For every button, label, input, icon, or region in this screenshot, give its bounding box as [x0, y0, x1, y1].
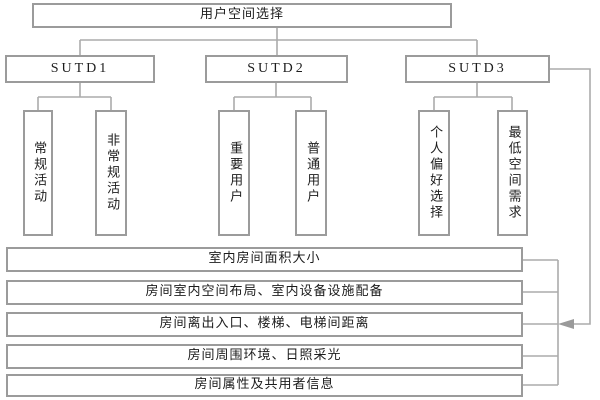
node-label: 房间离出入口、楼梯、电梯间距离: [159, 316, 370, 332]
node-label: 非常规活动: [104, 133, 120, 213]
node-label: 用户空间选择: [199, 7, 284, 23]
node-regular-activity: 常规活动: [23, 110, 53, 236]
node-sutd2: SUTD2: [205, 55, 348, 83]
node-label: 个人偏好选择: [427, 125, 443, 221]
node-room-area-size: 室内房间面积大小: [6, 247, 523, 272]
node-label: 普通用户: [304, 141, 320, 205]
node-label: SUTD1: [50, 61, 110, 77]
node-label: 室内房间面积大小: [208, 251, 321, 267]
connector-sutd3-children: [433, 83, 513, 110]
node-label: 常规活动: [31, 141, 47, 205]
node-sutd1: SUTD1: [5, 55, 155, 83]
node-label: 最低空间需求: [505, 125, 521, 221]
node-room-attributes-cousers-info: 房间属性及共用者信息: [6, 374, 523, 397]
node-label: 重要用户: [227, 141, 243, 205]
node-sutd3: SUTD3: [405, 55, 550, 83]
node-user-space-selection: 用户空间选择: [32, 3, 452, 28]
connector-sutd2-children: [233, 83, 312, 110]
connector-root-to-branches: [79, 28, 478, 55]
node-room-distance-entrance-stairs-elevator: 房间离出入口、楼梯、电梯间距离: [6, 312, 523, 337]
node-label: 房间室内空间布局、室内设备设施配备: [145, 284, 384, 300]
connector-criteria-rail: [523, 259, 559, 386]
node-important-user: 重要用户: [218, 110, 250, 236]
node-room-environment-daylight: 房间周围环境、日照采光: [6, 344, 523, 369]
node-label: SUTD3: [448, 61, 507, 77]
arrow-left-icon: [558, 319, 574, 329]
node-minimum-space-demand: 最低空间需求: [497, 110, 528, 236]
node-label: SUTD2: [247, 61, 306, 77]
connector-sutd1-children: [37, 83, 112, 110]
node-personal-preference: 个人偏好选择: [418, 110, 450, 236]
connector-sutd3-to-criteria: [550, 68, 591, 325]
node-non-regular-activity: 非常规活动: [95, 110, 127, 236]
node-label: 房间属性及共用者信息: [194, 377, 335, 393]
node-room-layout-equipment: 房间室内空间布局、室内设备设施配备: [6, 280, 523, 305]
node-label: 房间周围环境、日照采光: [187, 348, 342, 364]
node-ordinary-user: 普通用户: [295, 110, 327, 236]
